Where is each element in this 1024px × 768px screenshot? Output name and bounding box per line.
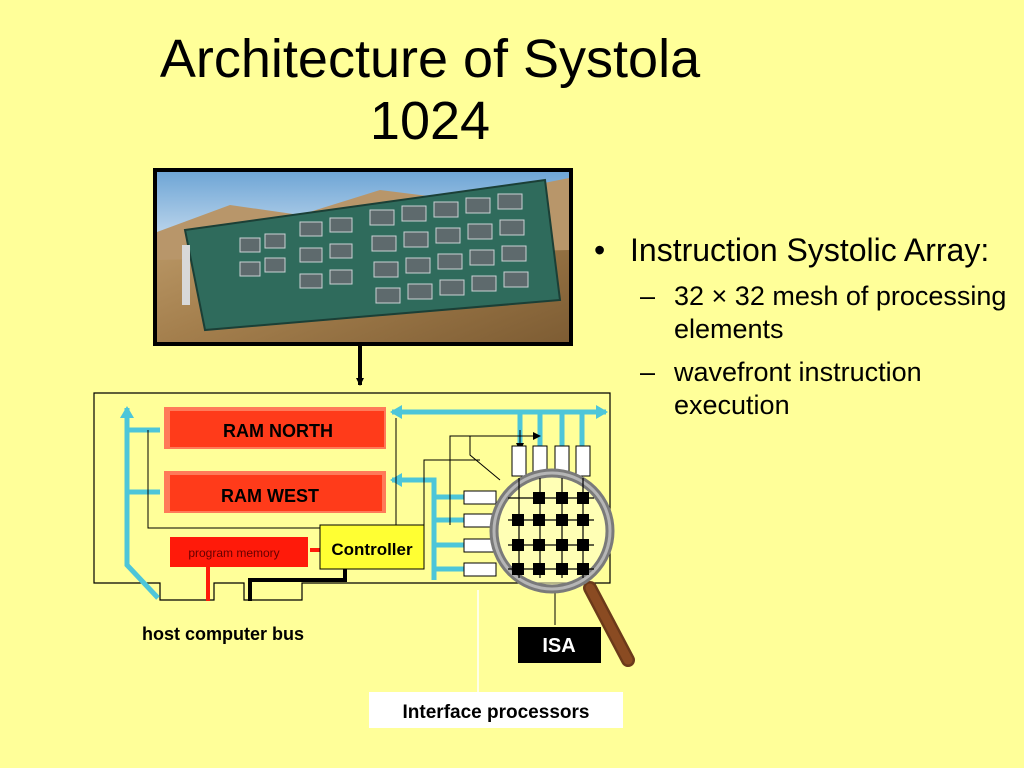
bullet-sub-1-text: 32 × 32 mesh of processing elements	[674, 281, 1007, 344]
bullet-sub-2-text: wavefront instruction execution	[674, 357, 922, 420]
data-bus	[124, 409, 600, 600]
ram-north-label: RAM NORTH	[223, 421, 333, 441]
host-bus-label: host computer bus	[142, 624, 304, 644]
processing-elements	[512, 492, 589, 575]
program-memory-block	[170, 537, 308, 567]
bullet-sub-2: – wavefront instruction execution	[594, 356, 1014, 422]
board-bracket	[182, 245, 190, 305]
program-memory-label: program memory	[188, 546, 279, 560]
slide-title: Architecture of Systola 1024	[60, 28, 800, 152]
bullet-main-text: Instruction Systolic Array:	[630, 232, 990, 268]
north-interface-processors	[511, 445, 591, 477]
bullet-sub-1: – 32 × 32 mesh of processing elements	[594, 280, 1014, 346]
ram-west-label: RAM WEST	[221, 486, 319, 506]
control-lines	[147, 418, 556, 692]
ram-west-block	[164, 471, 386, 513]
title-line-1: Architecture of Systola	[159, 29, 701, 89]
interface-processors-box	[369, 692, 623, 728]
bullet-dash: –	[640, 357, 656, 387]
bullet-dot: •	[594, 232, 606, 268]
west-interface-processors	[463, 490, 497, 577]
circuit-board	[183, 178, 562, 332]
board-chips	[239, 193, 529, 304]
ram-north-block	[164, 407, 386, 449]
controller-block	[319, 524, 425, 570]
title-line-2: 1024	[369, 91, 491, 151]
bullet-main: • Instruction Systolic Array:	[594, 230, 1014, 270]
controller-bus-link	[248, 569, 347, 601]
bullet-list: • Instruction Systolic Array: – 32 × 32 …	[594, 230, 1014, 422]
isa-box	[518, 627, 601, 663]
bullet-dash: –	[640, 281, 656, 311]
isa-label: ISA	[542, 635, 575, 657]
controller-label: Controller	[331, 540, 413, 559]
board-outline	[93, 392, 611, 601]
interface-processors-label: Interface processors	[403, 702, 590, 723]
